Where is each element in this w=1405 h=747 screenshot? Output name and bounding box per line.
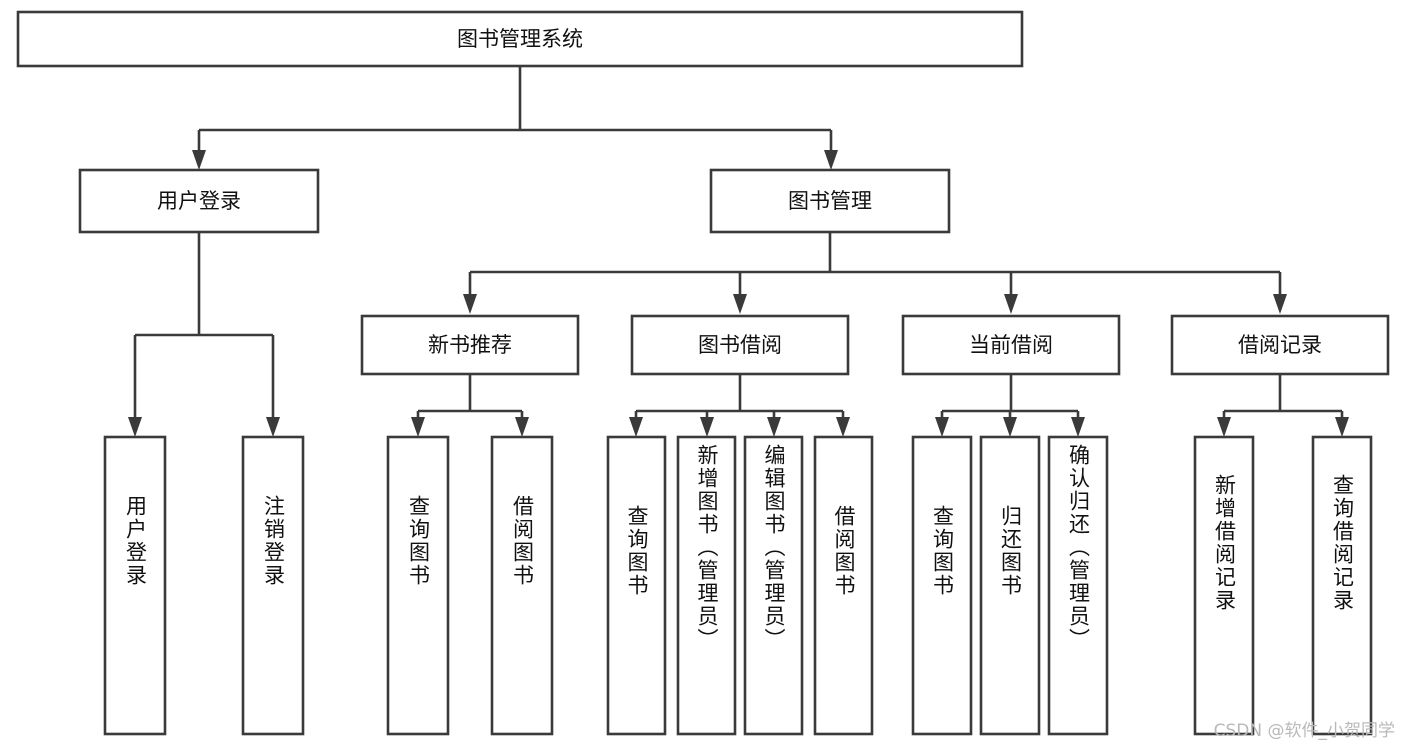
node-label-current-borrow: 当前借阅 [969, 333, 1053, 357]
node-book-borrow[interactable]: 图书借阅 [630, 314, 850, 376]
node-label-book-management: 图书管理 [788, 189, 872, 213]
leaf-box-cb-query[interactable] [911, 435, 973, 736]
node-label-root: 图书管理系统 [457, 27, 583, 51]
leaf-box-logout[interactable] [241, 435, 305, 736]
connector-group-currentborrow-to-leaves [935, 374, 1085, 437]
arrow-borrow-record [1273, 294, 1287, 314]
arrow-leaf-bb-edit [767, 417, 781, 437]
leaf-box-br-query[interactable] [1311, 435, 1373, 736]
node-label-new-book-recommend: 新书推荐 [428, 333, 512, 357]
leaf-box-user-login[interactable] [103, 435, 167, 736]
arrow-leaf-br-query [1335, 417, 1349, 437]
node-root[interactable]: 图书管理系统 [16, 10, 1024, 68]
connector-group-bookborrow-to-leaves [629, 374, 850, 437]
arrow-leaf-cb-query [935, 417, 949, 437]
node-user-login[interactable]: 用户登录 [78, 168, 320, 234]
leaf-box-bb-borrow[interactable] [813, 435, 874, 736]
leaf-box-newbook-query[interactable] [386, 435, 450, 736]
node-label-borrow-record: 借阅记录 [1238, 333, 1322, 357]
node-box-new-book-recommend[interactable] [360, 314, 580, 376]
leaf-box-cb-return[interactable] [979, 435, 1041, 736]
arrow-book-borrow [733, 294, 747, 314]
arrow-leaf-cb-confirm [1071, 417, 1085, 437]
node-label-book-borrow: 图书借阅 [698, 333, 782, 357]
connector-group-root-to-level2 [192, 66, 838, 170]
leaf-box-bb-add[interactable] [676, 435, 737, 736]
node-book-management[interactable]: 图书管理 [709, 168, 951, 234]
watermark-text: CSDN @软件_小贺同学 [1213, 721, 1395, 741]
connector-group-bookmgmt-to-level3 [463, 232, 1287, 314]
leaf-box-newbook-borrow[interactable] [490, 435, 554, 736]
arrow-leaf-user-login [128, 417, 142, 437]
arrow-leaf-logout [266, 417, 280, 437]
node-new-book-recommend[interactable]: 新书推荐 [360, 314, 580, 376]
node-borrow-record[interactable]: 借阅记录 [1170, 314, 1390, 376]
node-box-borrow-record[interactable] [1170, 314, 1390, 376]
connector-group-borrowrecord-to-leaves [1217, 374, 1349, 437]
node-box-book-borrow[interactable] [630, 314, 850, 376]
connector-group-userlogin-to-leaves [128, 232, 280, 437]
arrow-user-login [192, 150, 206, 170]
arrow-leaf-cb-return [1003, 417, 1017, 437]
node-box-current-borrow[interactable] [901, 314, 1121, 376]
node-box-user-login[interactable] [78, 168, 320, 234]
node-current-borrow[interactable]: 当前借阅 [901, 314, 1121, 376]
leaf-box-bb-edit[interactable] [743, 435, 804, 736]
arrow-new-book-recommend [463, 294, 477, 314]
arrow-leaf-br-add [1217, 417, 1231, 437]
arrow-leaf-bb-borrow [836, 417, 850, 437]
node-label-user-login: 用户登录 [157, 189, 241, 213]
arrow-leaf-newbook-borrow [515, 417, 529, 437]
arrow-book-mgmt [824, 150, 838, 170]
leaf-box-cb-confirm[interactable] [1047, 435, 1109, 736]
arrow-leaf-bb-add [700, 417, 714, 437]
leaf-box-br-add[interactable] [1193, 435, 1255, 736]
arrow-current-borrow [1004, 294, 1018, 314]
node-box-root[interactable] [16, 10, 1024, 68]
leaf-box-bb-query[interactable] [606, 435, 667, 736]
arrow-leaf-newbook-query [411, 417, 425, 437]
connector-group-newbook-to-leaves [411, 374, 529, 437]
arrow-leaf-bb-query [629, 417, 643, 437]
